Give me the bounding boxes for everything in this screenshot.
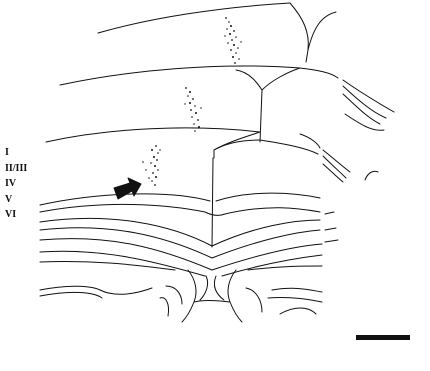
arrow-icon: [114, 178, 141, 199]
layer-label-i: I: [5, 147, 9, 159]
layer-label-iv: IV: [5, 178, 16, 190]
section-1-outline: [98, 3, 336, 62]
section-2-outline: [60, 66, 394, 142]
layer-label-v: V: [5, 194, 12, 206]
labeled-cell-stipple: [142, 17, 242, 186]
layer-label-vi: VI: [5, 209, 16, 221]
layer-label-ii-iii: II/III: [5, 163, 27, 175]
section-4-outline: [40, 193, 338, 322]
scale-bar-icon: [356, 335, 410, 340]
